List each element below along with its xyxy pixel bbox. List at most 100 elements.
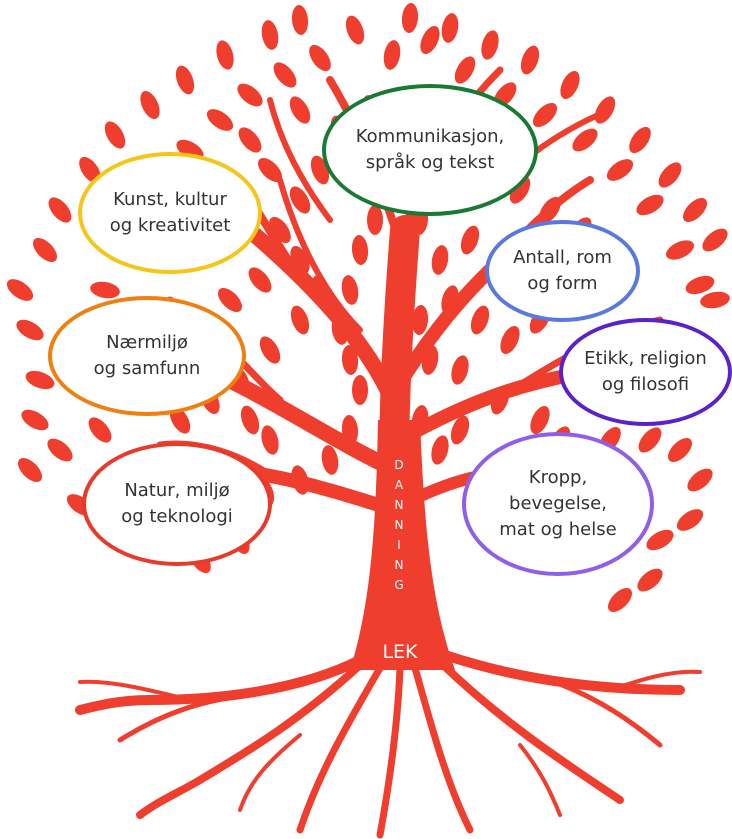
leaf [629, 126, 651, 154]
leaf [273, 62, 297, 88]
leaf [259, 336, 281, 364]
leaf [257, 157, 283, 183]
leaf [431, 245, 449, 275]
leaf [687, 468, 713, 492]
leaf [667, 437, 693, 463]
leaf [291, 5, 309, 35]
leaf [685, 275, 715, 295]
trunk-letter: A [394, 478, 404, 492]
leaf [47, 438, 73, 462]
leaf [367, 205, 383, 235]
bubble-naermiljo: Nærmiljø og samfunn [48, 296, 246, 416]
trunk-label-danning: D A N N I N G [389, 455, 409, 595]
leaf [238, 127, 262, 153]
bubble-kropp: Kropp, bevegelse, mat og helse [462, 432, 654, 576]
bubble-kunst-line2: og kreativitet [109, 215, 231, 236]
tree-roots [75, 650, 702, 839]
leaf [702, 228, 728, 252]
leaf [17, 457, 43, 483]
leaf [261, 425, 279, 455]
bubble-etikk-line1: Etikk, religion [584, 348, 707, 369]
leaf [676, 509, 704, 531]
leaf [509, 176, 531, 204]
bubble-kommunikasjon: Kommunikasjon, språk og tekst [322, 84, 538, 216]
leaf [88, 417, 112, 443]
leaf [104, 121, 126, 149]
leaf [351, 235, 369, 265]
leaf [420, 25, 440, 55]
leaf [21, 409, 49, 431]
bubble-antall-line1: Antall, rom [513, 247, 612, 268]
tree-trunk [350, 420, 455, 670]
bubble-kunst: Kunst, kultur og kreativitet [78, 152, 262, 274]
bubble-naermiljo-line1: Nærmiljø [106, 332, 188, 353]
leaf [345, 15, 365, 45]
leaf [646, 529, 674, 551]
bubble-antall-line2: og form [527, 273, 598, 294]
bubble-kropp-line1: Kropp, [528, 467, 588, 488]
leaf [261, 20, 279, 50]
leaf [451, 355, 469, 385]
bubble-kropp-line2: bevegelse, [509, 493, 607, 514]
leaf [665, 240, 695, 260]
leaf [289, 186, 311, 214]
trunk-letter: D [394, 458, 404, 472]
leaf [321, 445, 339, 475]
leaf [341, 275, 359, 305]
trunk-letter: N [394, 558, 404, 572]
leaf [450, 415, 470, 445]
leaf [500, 325, 520, 355]
bubble-kommunikasjon-line1: Kommunikasjon, [355, 126, 505, 147]
leaf [530, 405, 550, 435]
leaf [16, 319, 44, 341]
leaf [470, 305, 490, 335]
leaf [25, 370, 55, 390]
bubble-natur-line2: og teknologi [121, 506, 233, 527]
trunk-letter: I [397, 538, 401, 552]
leaf [682, 197, 708, 223]
trunk-letter: N [394, 518, 404, 532]
leaf [700, 291, 730, 309]
bubble-kunst-line1: Kunst, kultur [113, 189, 227, 210]
leaf [572, 128, 598, 152]
bubble-natur-line1: Natur, miljø [124, 480, 230, 501]
leaf [411, 305, 429, 335]
leaf [607, 587, 633, 613]
bubble-kropp-line3: mat og helse [499, 519, 617, 540]
leaf [309, 44, 331, 72]
leaf [6, 279, 34, 301]
leaf [636, 194, 664, 216]
leaf [431, 435, 449, 465]
leaf [383, 40, 401, 70]
leaf [237, 83, 263, 107]
leaf [520, 45, 540, 75]
leaf [32, 237, 58, 263]
leaf [560, 70, 580, 100]
leaf [248, 267, 272, 293]
leaf [606, 159, 634, 181]
leaf [441, 13, 459, 43]
leaf [140, 90, 160, 120]
leaf [481, 30, 499, 60]
leaf [175, 65, 195, 95]
leaf [460, 225, 480, 255]
bubble-antall: Antall, rom og form [485, 220, 640, 322]
leaf [658, 162, 682, 188]
leaf [240, 405, 260, 435]
trunk-letter: G [394, 578, 404, 592]
leaf [289, 96, 311, 124]
leaf [341, 345, 359, 375]
leaf [401, 3, 419, 33]
leaf [532, 102, 558, 128]
leaf [206, 109, 234, 131]
leaf [637, 568, 663, 592]
bubble-natur: Natur, miljø og teknologi [82, 442, 272, 566]
leaf [90, 281, 120, 299]
leaf [269, 216, 291, 244]
leaf [48, 197, 72, 223]
leaf [290, 305, 310, 335]
leaf [217, 287, 243, 313]
bubble-naermiljo-line2: og samfunn [93, 358, 201, 379]
roots-label-lek: LEK [382, 641, 418, 663]
leaf [216, 40, 234, 70]
